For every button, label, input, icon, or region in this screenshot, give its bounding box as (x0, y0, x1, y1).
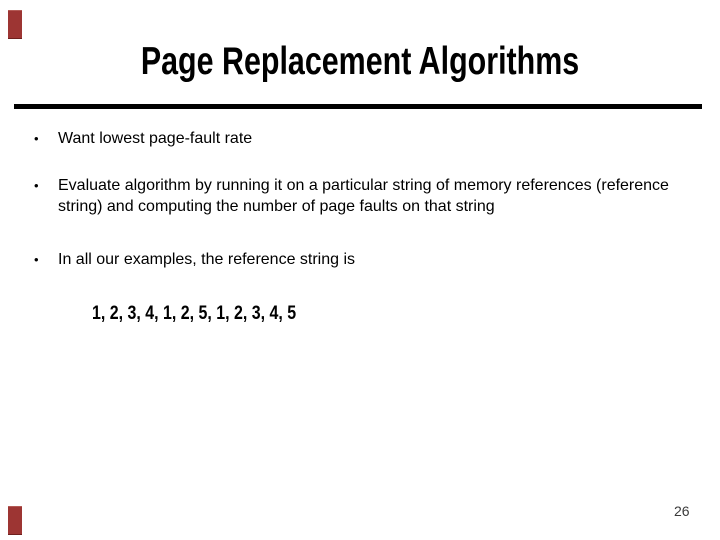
reference-string-text: 1, 2, 3, 4, 1, 2, 5, 1, 2, 3, 4, 5 (92, 303, 297, 324)
bullet-text: Want lowest page-fault rate (58, 130, 253, 147)
bullet-item: • Want lowest page-fault rate (0, 128, 720, 149)
left-accent-mark-bottom (8, 506, 22, 535)
bullet-item: • Evaluate algorithm by running it on a … (0, 175, 720, 217)
slide-title: Page Replacement Algorithms (0, 42, 720, 81)
bullet-item: • In all our examples, the reference str… (0, 249, 720, 270)
bullet-text: Evaluate algorithm by running it on a pa… (58, 177, 669, 215)
title-divider-line (14, 104, 702, 109)
bullet-dot-icon: • (34, 131, 39, 146)
page-number: 26 (674, 503, 690, 519)
slide-title-text: Page Replacement Algorithms (140, 40, 580, 83)
bullet-dot-icon: • (34, 252, 39, 267)
bullet-dot-icon: • (34, 178, 39, 193)
bullet-text: In all our examples, the reference strin… (58, 251, 356, 268)
left-accent-mark-top (8, 10, 22, 39)
